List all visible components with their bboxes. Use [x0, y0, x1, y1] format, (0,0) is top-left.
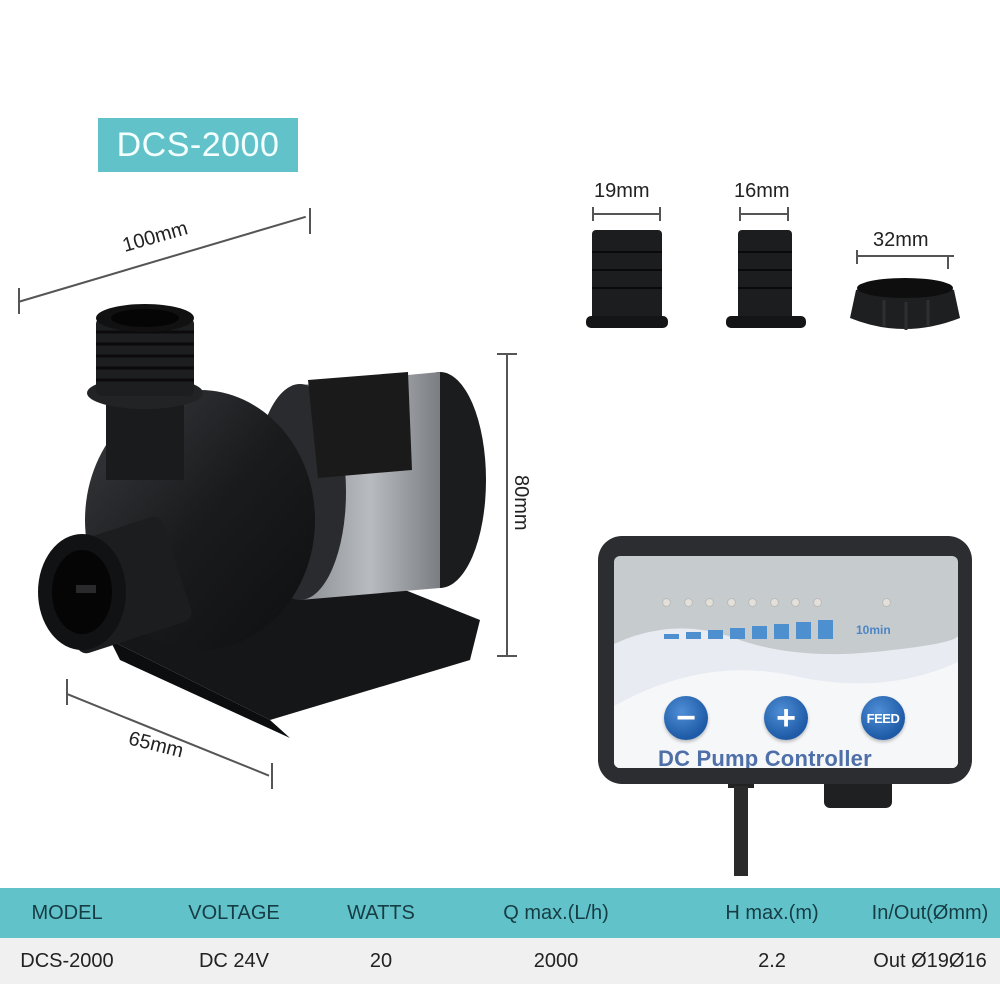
header-watts: WATTS [347, 901, 415, 924]
speed-bar [730, 628, 745, 639]
accessory-32-dimension-line [856, 255, 954, 257]
spec-table: MODEL VOLTAGE WATTS Q max.(L/h) H max.(m… [0, 888, 1000, 984]
speed-bar [686, 632, 701, 639]
minus-icon: − [676, 698, 696, 737]
accessory-32-tick-right [947, 255, 949, 269]
cell-in-out: Out Ø19Ø16 [873, 949, 987, 972]
feed-button-label: FEED [866, 710, 900, 726]
width-tick-right [271, 763, 273, 789]
height-dimension-line [506, 353, 508, 655]
speed-led [791, 598, 800, 607]
header-q-max: Q max.(L/h) [503, 901, 609, 924]
minus-button[interactable]: − [664, 696, 708, 740]
header-h-max: H max.(m) [725, 901, 819, 924]
speed-bar [752, 626, 767, 639]
feed-timer-led [882, 598, 891, 607]
speed-bar [708, 630, 723, 639]
cell-model: DCS-2000 [20, 949, 114, 972]
header-in-out: In/Out(Ømm) [871, 901, 989, 924]
header-voltage: VOLTAGE [188, 901, 280, 924]
accessory-label-19mm: 19mm [594, 180, 650, 202]
accessory-16-tick-right [787, 207, 789, 221]
accessory-union-nut-32-image [850, 278, 960, 330]
accessory-32-tick-left [856, 250, 858, 264]
height-tick-bottom [497, 655, 517, 657]
spec-table-header: MODEL VOLTAGE WATTS Q max.(L/h) H max.(m… [0, 888, 1000, 938]
header-model: MODEL [31, 901, 103, 924]
model-badge: DCS-2000 [98, 118, 298, 172]
accessory-19-dimension-line [592, 213, 660, 215]
speed-led-row [662, 598, 822, 607]
accessory-19-tick-right [659, 207, 661, 221]
speed-led [769, 598, 779, 607]
speed-led [683, 598, 693, 607]
speed-bar [664, 634, 679, 639]
plus-icon: + [776, 698, 796, 737]
speed-led [705, 598, 714, 607]
accessory-hose-adapter-16-image [726, 230, 806, 328]
speed-led [812, 598, 822, 607]
speed-led [726, 598, 736, 607]
accessory-label-32mm: 32mm [873, 229, 929, 251]
width-tick-left [66, 679, 68, 705]
accessory-hose-adapter-19-image [586, 230, 668, 328]
accessory-label-16mm: 16mm [734, 180, 790, 202]
height-tick-top [497, 353, 517, 355]
controller-face: 10min − + FEED DC Pump Controller [614, 556, 958, 768]
table-row: DCS-2000 DC 24V 20 2000 2.2 Out Ø19Ø16 [0, 938, 1000, 984]
controller-title: DC Pump Controller [658, 746, 872, 768]
pump-controller: 10min − + FEED DC Pump Controller [598, 536, 972, 784]
speed-led [662, 598, 671, 607]
speed-led [748, 598, 757, 607]
controller-cable [728, 776, 892, 876]
cell-watts: 20 [369, 949, 393, 972]
length-tick-right [309, 208, 311, 234]
speed-bar [818, 620, 833, 639]
cell-voltage: DC 24V [198, 949, 270, 972]
speed-level-bars [664, 620, 833, 639]
accessory-16-dimension-line [739, 213, 788, 215]
cell-q-max: 2000 [533, 949, 579, 972]
cell-h-max: 2.2 [758, 949, 786, 972]
length-tick-left [18, 288, 20, 314]
plus-button[interactable]: + [764, 696, 808, 740]
speed-bar [774, 624, 789, 639]
timer-label: 10min [856, 623, 891, 637]
feed-button[interactable]: FEED [861, 696, 905, 740]
speed-bar [796, 622, 811, 639]
